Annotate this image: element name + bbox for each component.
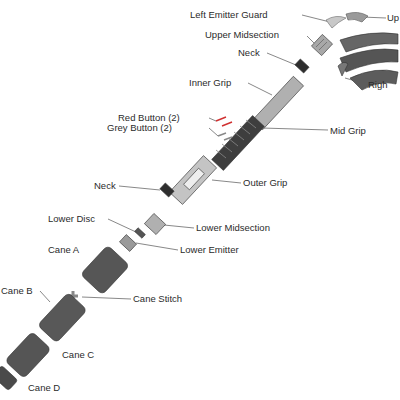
part-label: Neck (94, 180, 116, 192)
emitter-guards (326, 12, 398, 90)
part-label: Neck (238, 47, 260, 59)
part-label: Lower Emitter (180, 244, 239, 256)
part-label: Up (387, 12, 399, 24)
part-label: Inner Grip (189, 77, 231, 89)
part-label: Mid Grip (330, 125, 366, 137)
part-label: Left Emitter Guard (190, 9, 268, 21)
part-label: Lower Disc (48, 213, 95, 225)
part-label: Cane A (48, 244, 79, 256)
leader-lines (40, 15, 386, 302)
part-label: Lower Midsection (196, 222, 270, 234)
part-label: Cane D (28, 382, 60, 394)
part-label: Outer Grip (243, 177, 287, 189)
saber-parts (0, 34, 333, 390)
part-label: Righ (368, 79, 388, 91)
part-label: Cane C (62, 349, 94, 361)
part-label: Grey Button (2) (107, 122, 172, 134)
part-label: Upper Midsection (205, 29, 279, 41)
part-label: Cane Stitch (133, 293, 182, 305)
part-label: Cane B (1, 285, 33, 297)
